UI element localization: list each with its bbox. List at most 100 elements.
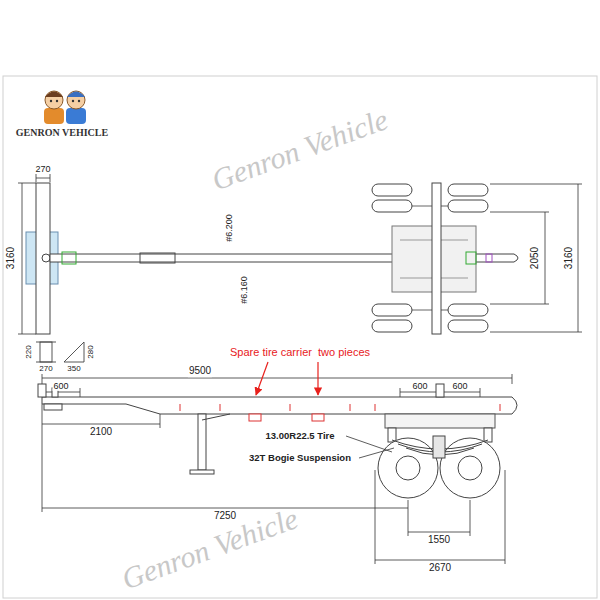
dimension-label: 1550 (427, 534, 451, 546)
plan-view (372, 320, 412, 332)
logo-figures (78, 100, 80, 102)
plan-view (42, 254, 50, 262)
leader-lines (346, 436, 394, 458)
logo-figures (45, 91, 63, 109)
plan-view (432, 183, 441, 334)
crossmember-marks (180, 404, 181, 411)
section-dimension: 220 (24, 344, 33, 359)
dimension-label: 600 (52, 381, 69, 391)
side-dimension-lines (42, 392, 80, 393)
side-dimension-lines (470, 500, 471, 536)
watermark-text: Genron Vehicle (207, 102, 392, 198)
plan-view (448, 304, 488, 316)
section-details (64, 342, 84, 362)
side-view (388, 428, 396, 442)
watermark-text: Genron Vehicle (117, 501, 302, 597)
section-details (36, 342, 56, 343)
beam-spec-label: #6.160 (239, 275, 249, 305)
logo-figures (67, 91, 85, 109)
logo-figures (67, 92, 85, 98)
plan-view (372, 200, 412, 212)
side-dimension-lines (505, 470, 506, 564)
side-dimension-lines (160, 414, 161, 428)
side-view (42, 397, 517, 414)
section-dimension: 350 (66, 364, 81, 373)
side-view (433, 436, 445, 458)
side-dimension-lines (42, 378, 512, 379)
dimension-label: 600 (411, 381, 428, 391)
callout-arrows (256, 362, 268, 395)
dimension-label: 2670 (428, 562, 452, 574)
crossmember-marks (350, 404, 351, 411)
plan-view (62, 252, 76, 264)
callout-arrows (317, 362, 318, 395)
logo-figures (45, 92, 63, 98)
plan-dimension-lines (50, 174, 51, 182)
section-dimension: 270 (38, 364, 53, 373)
plan-view (448, 184, 488, 196)
dimension-label: 2050 (529, 246, 541, 270)
plan-dimension-lines (18, 183, 36, 184)
crossmember-marks (290, 404, 291, 411)
side-view (38, 384, 517, 498)
side-view (44, 404, 62, 410)
side-dimension-lines (408, 500, 409, 536)
logo-figures (50, 100, 52, 102)
plan-view (448, 320, 488, 332)
plan-view (372, 304, 412, 316)
side-view (484, 428, 492, 442)
side-view (396, 456, 420, 480)
plan-view (26, 183, 518, 334)
plan-view (140, 253, 175, 263)
side-view (198, 414, 206, 470)
side-dimension-lines (375, 560, 505, 561)
callout-note: Spare tire carrier two pieces (229, 346, 371, 359)
side-dimension-lines (408, 532, 470, 533)
plan-dimension-lines (578, 184, 579, 332)
plan-dimension-lines (490, 332, 582, 333)
plan-dimension-lines (36, 178, 50, 179)
side-dimension-lines (42, 424, 160, 425)
plan-dimension-lines (22, 183, 23, 334)
logo-figures (56, 100, 58, 102)
logo-figures (72, 100, 74, 102)
spare-tire-carriers (312, 414, 324, 421)
side-dimension-lines (42, 404, 43, 512)
side-view (190, 470, 214, 474)
crossmember-marks (220, 404, 221, 411)
plan-view (448, 200, 488, 212)
side-view (440, 438, 500, 498)
crossmember-marks (500, 404, 501, 411)
side-dimension-lines (42, 508, 408, 509)
plan-dimension-lines (18, 174, 582, 334)
side-view (458, 456, 482, 480)
spare-tire-carriers (249, 414, 324, 421)
side-view (202, 414, 230, 420)
brand-name: GENRON VEHICLE (15, 127, 109, 139)
plan-dimension-lines (36, 174, 37, 182)
section-details (40, 342, 52, 362)
section-dimension: 280 (86, 344, 95, 359)
plan-dimension-lines (545, 212, 546, 304)
plan-dimension-lines (18, 334, 36, 335)
plan-dimension-lines (490, 212, 549, 213)
dimension-label: 3160 (563, 246, 575, 270)
spare-tire-carriers (249, 414, 261, 421)
crossmember-marks (375, 404, 376, 411)
part-label: 13.00R22.5 Tire (264, 431, 335, 442)
logo-figures (44, 108, 64, 124)
section-details (36, 362, 56, 363)
dimension-label: 7250 (213, 510, 237, 522)
plan-view (466, 252, 476, 264)
crossmember-marks (180, 404, 500, 411)
side-dimension-lines (42, 374, 43, 384)
plan-view (36, 183, 50, 334)
logo-figures (44, 91, 86, 124)
section-details (36, 342, 84, 362)
plan-dimension-lines (490, 304, 549, 305)
dimension-label: 2100 (89, 426, 113, 438)
leader-lines (346, 436, 392, 452)
side-dimension-lines (375, 470, 376, 564)
beam-spec-label: #6.200 (224, 213, 234, 243)
